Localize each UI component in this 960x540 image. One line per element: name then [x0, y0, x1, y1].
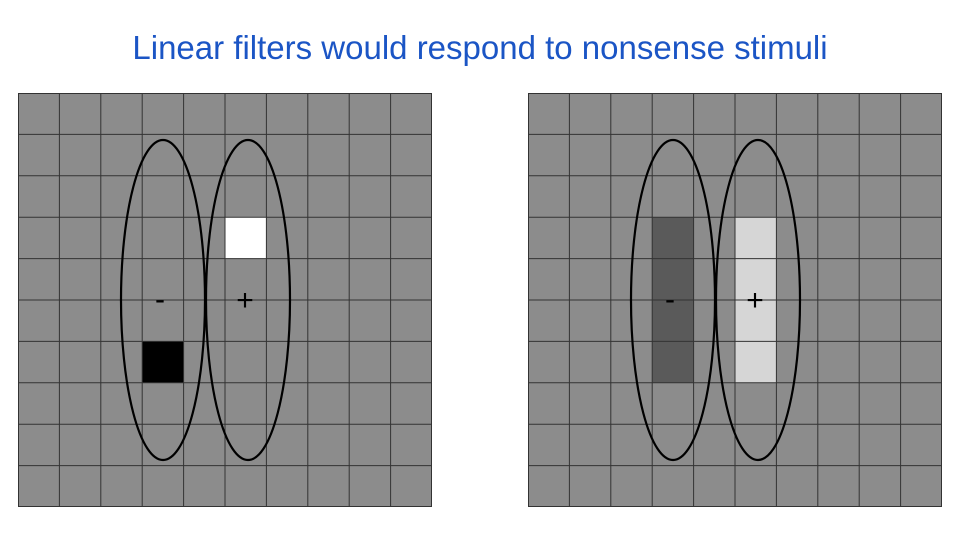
- right-minus-sign: -: [665, 283, 675, 316]
- left-plus-receptive-field: [204, 138, 292, 462]
- right-plus-receptive-field: [714, 138, 802, 462]
- left-stimulus-panel: - +: [18, 93, 432, 507]
- left-highlight-cells: [142, 217, 267, 383]
- slide-title: Linear filters would respond to nonsense…: [132, 29, 828, 66]
- right-plus-sign: +: [746, 284, 764, 317]
- right-stimulus-panel: - +: [528, 93, 942, 507]
- left-plus-sign: +: [236, 284, 254, 317]
- right-stimulus-diagram: - +: [528, 93, 942, 507]
- left-highlight-cell: [142, 341, 184, 383]
- left-highlight-cell: [225, 217, 267, 259]
- left-minus-sign: -: [155, 283, 165, 316]
- left-stimulus-diagram: - +: [18, 93, 432, 507]
